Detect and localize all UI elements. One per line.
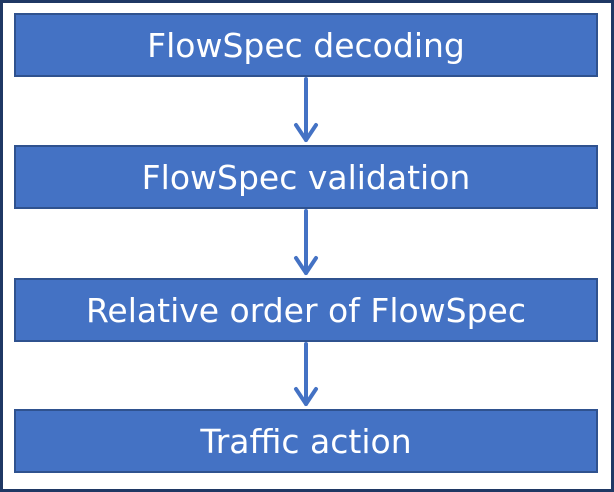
step-flowspec-validation: FlowSpec validation	[14, 145, 598, 209]
step-flowspec-decoding: FlowSpec decoding	[14, 13, 598, 77]
step-traffic-action: Traffic action	[14, 409, 598, 473]
step-relative-order: Relative order of FlowSpec	[14, 278, 598, 342]
